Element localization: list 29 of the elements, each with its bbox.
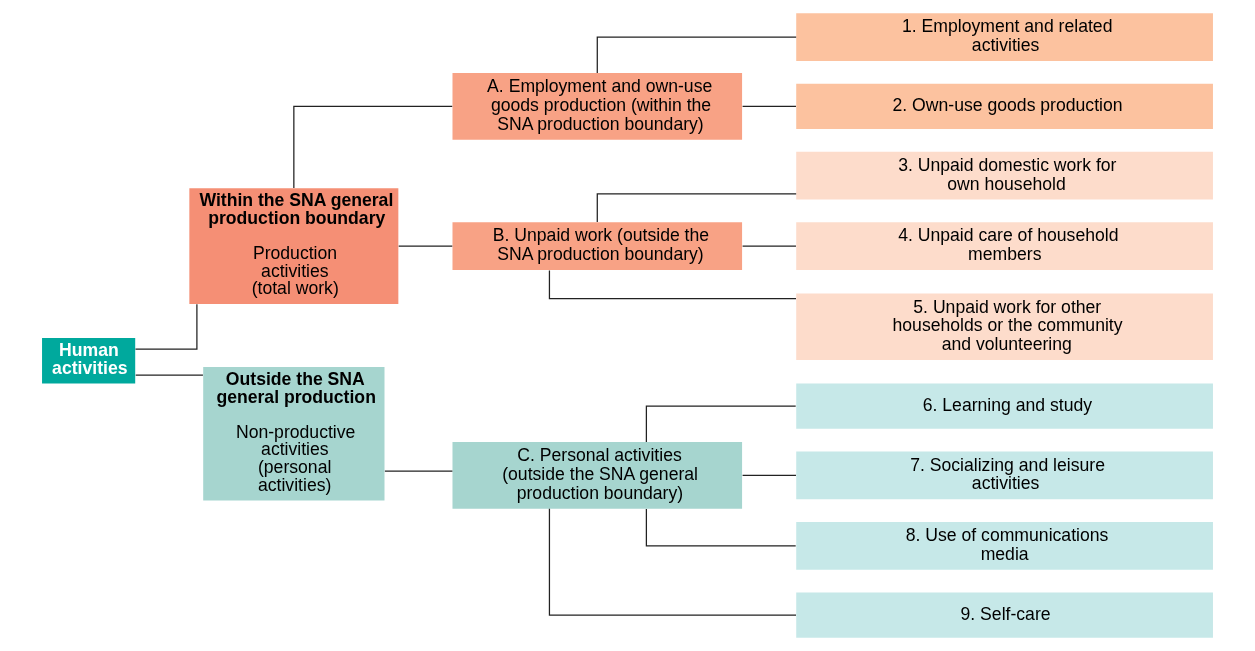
connector xyxy=(596,193,797,223)
connector xyxy=(741,105,797,108)
node-box: 7. Socializing and leisure activities xyxy=(796,451,1213,500)
node-box: 1. Employment and related activities xyxy=(796,13,1213,62)
node-box: 4. Unpaid care of household members xyxy=(796,222,1213,271)
node-box: C. Personal activities (outside the SNA general production boundary) xyxy=(452,441,743,509)
node-box: Human activities xyxy=(42,338,136,384)
connector xyxy=(293,105,453,189)
connector xyxy=(741,474,797,476)
connector xyxy=(741,245,797,247)
connector xyxy=(645,405,797,443)
node-box: Outside the SNA general production Non-productive activities (personal activities) xyxy=(203,367,385,501)
connector xyxy=(384,470,453,472)
connector xyxy=(548,508,797,616)
node-box: 9. Self-care xyxy=(796,592,1213,638)
node-box: 3. Unpaid domestic work for own household xyxy=(796,151,1213,200)
node-box: B. Unpaid work (outside the SNA production boundary) xyxy=(452,222,743,271)
node-box: 2. Own-use goods production xyxy=(796,83,1213,130)
connector xyxy=(548,270,797,300)
node-box: A. Employment and own-use goods production (within the SNA production boundary) xyxy=(452,73,743,140)
connector xyxy=(398,245,453,247)
node-box: 5. Unpaid work for other households or the community and volunteering xyxy=(796,293,1213,361)
node-box: 8. Use of communications media xyxy=(796,521,1213,570)
node-box: Within the SNA general production boundary Production activities (total work) xyxy=(189,188,399,305)
node-box: 6. Learning and study xyxy=(796,383,1213,429)
connector xyxy=(596,36,797,74)
connector xyxy=(135,374,204,376)
connector xyxy=(645,508,797,547)
connector xyxy=(134,303,198,350)
